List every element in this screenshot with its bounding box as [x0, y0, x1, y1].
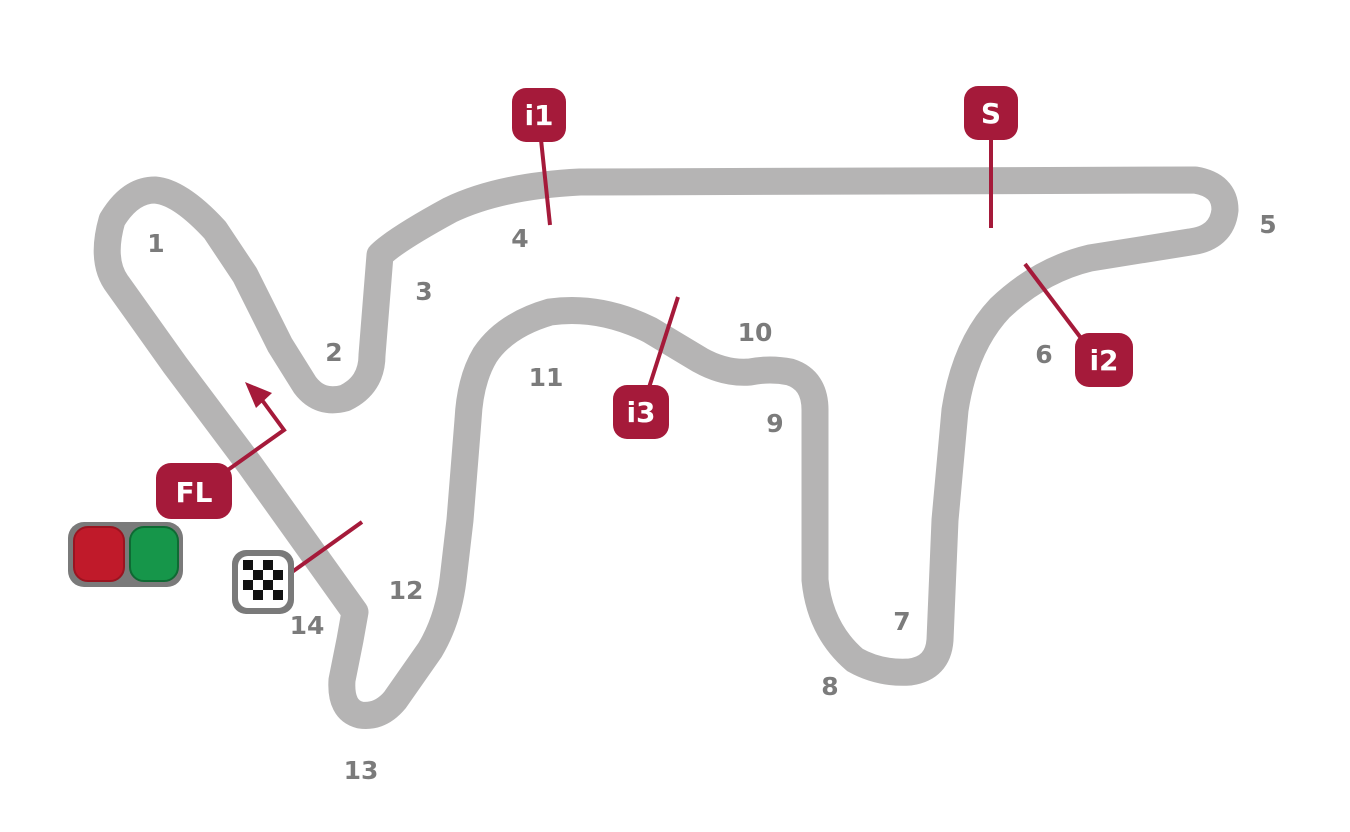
turn-11-label: 11	[529, 363, 564, 392]
svg-text:FL: FL	[176, 476, 213, 509]
i3-marker-line	[643, 296, 680, 401]
turn-7-label: 7	[893, 607, 910, 636]
i3-marker: i3	[613, 385, 669, 439]
turn-2-label: 2	[325, 338, 342, 367]
svg-text:i1: i1	[524, 99, 553, 132]
track-outline	[93, 166, 1239, 729]
turn-13-label: 13	[344, 756, 379, 785]
turn-3-label: 3	[415, 277, 432, 306]
start-lights-icon	[68, 522, 183, 587]
i1-marker-line	[538, 129, 552, 226]
turn-10-label: 10	[738, 318, 773, 347]
turn-9-label: 9	[766, 409, 783, 438]
fastest-lap-marker: FL	[156, 463, 232, 519]
finish-line-marker	[290, 520, 364, 574]
turn-14-label: 14	[290, 611, 325, 640]
turn-1-label: 1	[147, 229, 164, 258]
checkered-flag-icon	[232, 550, 294, 614]
svg-text:S: S	[981, 97, 1001, 130]
turn-5-label: 5	[1259, 210, 1276, 239]
turn-12-label: 12	[389, 576, 424, 605]
start-marker: S	[964, 86, 1018, 140]
turn-4-label: 4	[511, 224, 528, 253]
svg-text:i2: i2	[1089, 344, 1118, 377]
i2-marker-line	[1023, 262, 1092, 352]
turn-6-label: 6	[1035, 340, 1052, 369]
fl-marker-line	[223, 398, 287, 474]
i1-marker: i1	[512, 88, 566, 142]
turn-8-label: 8	[821, 672, 838, 701]
i2-marker: i2	[1075, 333, 1133, 387]
svg-text:i3: i3	[626, 396, 655, 429]
direction-arrow-icon	[245, 382, 272, 408]
